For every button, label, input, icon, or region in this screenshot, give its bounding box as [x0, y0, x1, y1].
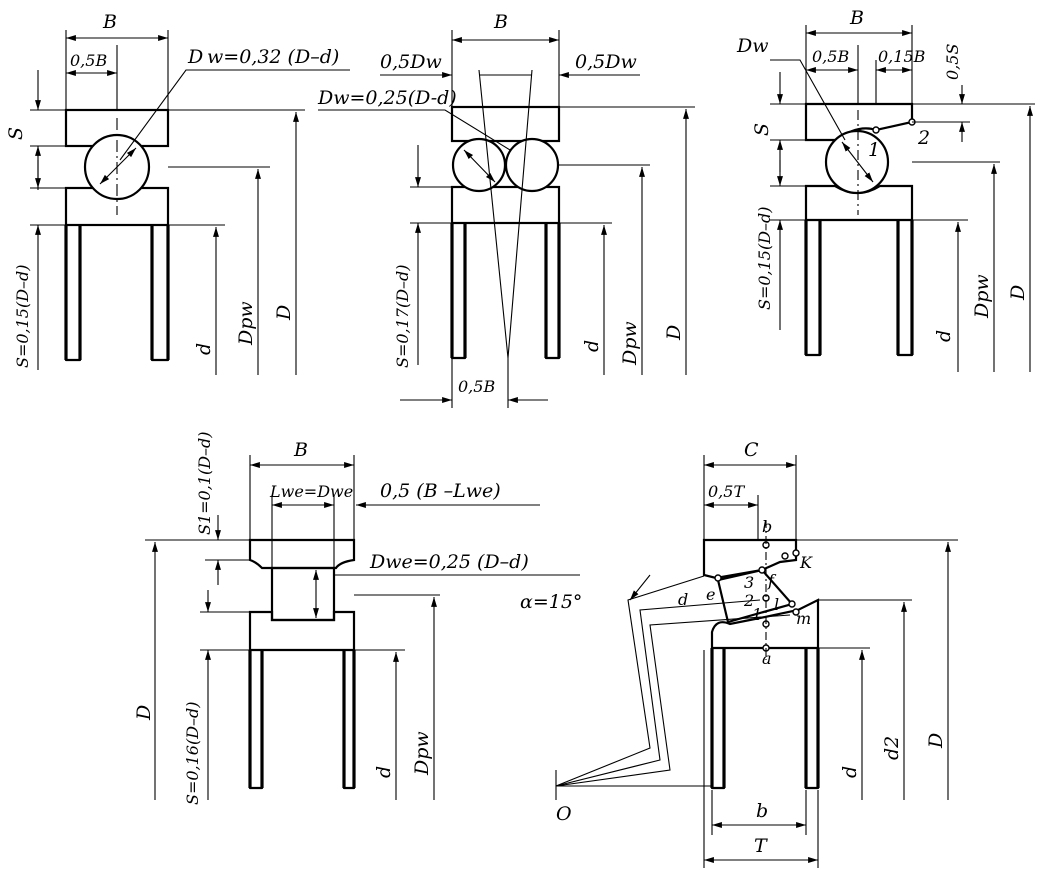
tr-S-formula: S=0,15(D–d) — [755, 206, 774, 310]
tm-half-dw-right: 0,5Dw — [575, 51, 637, 73]
br-pt-1: 1 — [752, 605, 762, 624]
tl-B: B — [102, 11, 117, 33]
bearing-cylindrical-roller — [145, 455, 580, 800]
br-T: T — [754, 835, 768, 857]
br-pt-b: b — [762, 517, 772, 536]
bl-half-BL: 0,5 (B –Lwe) — [380, 480, 501, 502]
tm-Dpw: Dpw — [619, 321, 641, 366]
br-pt-K: K — [799, 553, 813, 572]
tm-half-B: 0,5B — [458, 377, 495, 396]
bl-D: D — [133, 705, 155, 721]
br-pt-2: 2 — [743, 591, 754, 610]
br-pt-m: m — [796, 609, 811, 628]
bl-S-formula: S=0,16(D–d) — [183, 701, 202, 805]
tr-pt1: 1 — [868, 139, 880, 161]
tm-dw-formula: Dw=0,25(D-d) — [317, 87, 457, 109]
tr-Dpw: Dpw — [971, 274, 993, 319]
tl-S-formula: S=0,15(D–d) — [13, 264, 32, 368]
br-pt-e: e — [706, 585, 715, 604]
tr-S: S — [751, 123, 773, 136]
tr-015B: 0,15B — [878, 47, 926, 66]
tr-D: D — [1007, 285, 1029, 301]
bearing-double-row — [318, 30, 695, 408]
tr-d: d — [933, 330, 955, 342]
tl-d: d — [193, 343, 215, 355]
br-pt-d: d — [678, 590, 688, 609]
br-pt-a: a — [762, 649, 772, 668]
bearing-tapered-roller — [555, 455, 958, 868]
tl-Dpw: Dpw — [235, 301, 257, 346]
tl-S: S — [5, 127, 27, 140]
br-origin: O — [556, 803, 572, 825]
roller — [270, 566, 336, 622]
br-half-T: 0,5T — [708, 482, 745, 501]
bl-Dpw: Dpw — [411, 731, 433, 776]
br-pt-3: 3 — [744, 573, 754, 592]
bearing-deep-groove — [30, 30, 350, 375]
tr-half-B: 0,5B — [812, 47, 849, 66]
tr-B: B — [849, 7, 864, 29]
tm-d: d — [581, 340, 603, 352]
bl-B: B — [293, 439, 308, 461]
tm-S-formula: S=0,17(D–d) — [393, 264, 412, 368]
bl-S1-formula: S1=0,1(D–d) — [195, 431, 214, 535]
bl-lwe: Lwe=Dwe — [269, 482, 353, 501]
tl-D: D — [273, 305, 295, 321]
bl-dwe-formula: Dwe=0,25 (D–d) — [369, 551, 529, 573]
bl-d: d — [373, 766, 395, 778]
br-b: b — [756, 800, 768, 822]
tm-half-dw-left: 0,5Dw — [380, 51, 442, 73]
br-d: d — [839, 766, 861, 778]
bearing-angular-contact — [770, 25, 1035, 372]
br-pt-l: l — [774, 595, 779, 614]
br-pt-f: f — [767, 571, 777, 590]
tr-Dw: Dw — [736, 35, 769, 57]
tm-D: D — [663, 325, 685, 341]
tl-half-B: 0,5B — [70, 51, 107, 70]
tl-dw-formula: D w=0,32 (D–d) — [187, 46, 339, 68]
br-alpha: α=15° — [520, 591, 582, 613]
tr-half-S: 0,5S — [943, 44, 962, 80]
br-d2: d2 — [881, 736, 903, 760]
br-C: C — [744, 439, 759, 461]
tr-pt2: 2 — [917, 127, 930, 149]
br-D: D — [925, 733, 947, 749]
tm-B: B — [493, 11, 508, 33]
